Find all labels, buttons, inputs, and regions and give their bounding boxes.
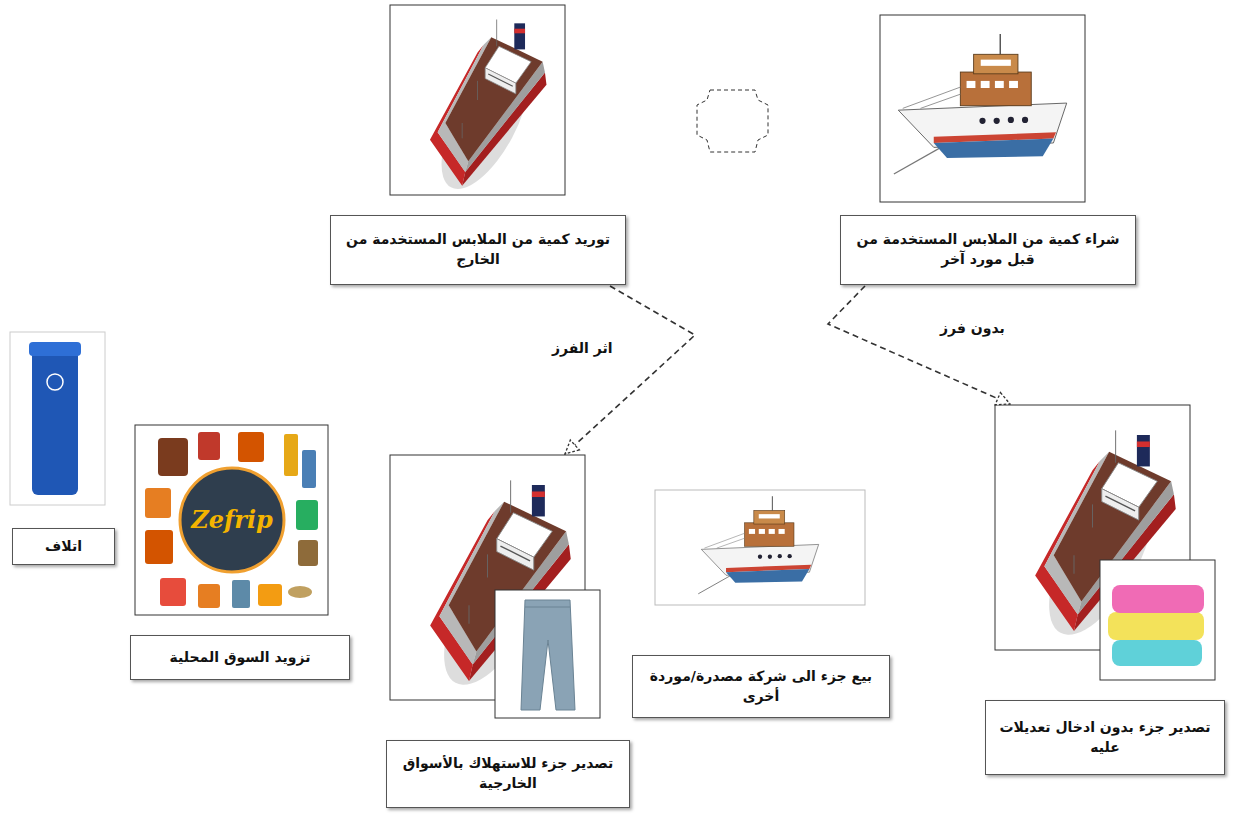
caption-text: تزويد السوق المحلية xyxy=(170,648,311,668)
jeans-picture xyxy=(495,590,600,718)
clothes-picture xyxy=(198,432,220,460)
clothes-picture xyxy=(135,425,328,615)
flow-arrow xyxy=(565,286,695,454)
clothes-picture xyxy=(298,540,318,566)
ship-picture xyxy=(880,15,1085,202)
caption-box: تصدير جزء بدون ادخال تعديلات عليه xyxy=(985,700,1225,775)
connector-group xyxy=(565,286,1010,454)
edge-label: بدون فرز xyxy=(936,318,1009,338)
caption-text: تصدير جزء للاستهلاك بالأسواق الخارجية xyxy=(397,754,619,793)
clothes-picture xyxy=(135,425,328,615)
clothes-picture xyxy=(145,488,171,518)
ship-picture xyxy=(698,496,818,594)
jeans-picture xyxy=(521,600,575,710)
clothes-picture xyxy=(302,450,316,488)
figure-node: اتلاف xyxy=(10,332,116,565)
clothes-picture xyxy=(160,578,186,606)
clothes-picture xyxy=(288,586,312,598)
bin-picture xyxy=(32,350,78,495)
clothes-picture xyxy=(296,500,318,530)
clothes-picture xyxy=(258,584,282,606)
caption-text: بيع جزء الى شركة مصدرة/موردة أخرى xyxy=(643,667,879,706)
clothes-picture xyxy=(232,580,250,608)
caption-box: شراء كمية من الملابس المستخدمة من قبل مو… xyxy=(840,215,1136,285)
caption-text: اتلاف xyxy=(45,537,82,557)
bin-picture xyxy=(10,332,105,505)
figure-node: شراء كمية من الملابس المستخدمة من قبل مو… xyxy=(840,12,1136,285)
bin-picture xyxy=(29,342,81,356)
towel-picture xyxy=(1112,640,1202,666)
caption-box: بيع جزء الى شركة مصدرة/موردة أخرى xyxy=(632,655,890,718)
towel-picture xyxy=(1100,560,1215,680)
ship-picture xyxy=(655,490,865,605)
cloud-symbol xyxy=(697,90,768,152)
clothes-picture xyxy=(145,530,173,564)
jeans-picture xyxy=(525,607,570,608)
edge-label: اثر الفرز xyxy=(548,338,617,358)
ship-picture xyxy=(880,15,1085,202)
clothes-picture xyxy=(198,584,220,608)
clothes-picture xyxy=(284,434,298,476)
figure-node: تصدير جزء للاستهلاك بالأسواق الخارجية xyxy=(386,455,630,808)
logo-text: Zefrip xyxy=(191,508,273,532)
figure-node: توريد كمية من الملابس المستخدمة من الخار… xyxy=(330,5,626,285)
caption-box: توريد كمية من الملابس المستخدمة من الخار… xyxy=(330,215,626,285)
towel-picture xyxy=(1100,560,1215,680)
clothes-picture xyxy=(180,468,284,572)
clothes-picture xyxy=(238,432,264,462)
caption-text: شراء كمية من الملابس المستخدمة من قبل مو… xyxy=(851,230,1125,269)
cloud-symbol xyxy=(697,90,768,152)
clothes-picture xyxy=(158,438,188,476)
bin-picture xyxy=(47,374,63,390)
jeans-picture xyxy=(495,590,600,718)
towel-picture xyxy=(1112,585,1204,613)
ship-picture xyxy=(655,490,865,605)
ship-picture xyxy=(894,34,1067,174)
flow-arrow xyxy=(828,286,1010,404)
caption-box: اتلاف xyxy=(12,528,115,565)
caption-text: تصدير جزء بدون ادخال تعديلات عليه xyxy=(996,718,1214,757)
towel-picture xyxy=(1108,612,1204,640)
figure-node: تزويد السوق المحلية xyxy=(130,425,350,680)
caption-box: تزويد السوق المحلية xyxy=(130,635,350,680)
figure-node: تصدير جزء بدون ادخال تعديلات عليه xyxy=(985,405,1225,775)
caption-text: توريد كمية من الملابس المستخدمة من الخار… xyxy=(341,230,615,269)
figure-node: بيع جزء الى شركة مصدرة/موردة أخرى xyxy=(632,490,890,718)
caption-box: تصدير جزء للاستهلاك بالأسواق الخارجية xyxy=(386,740,630,808)
ship-picture xyxy=(424,20,547,202)
bin-picture xyxy=(10,332,105,505)
ship-picture xyxy=(390,5,565,202)
